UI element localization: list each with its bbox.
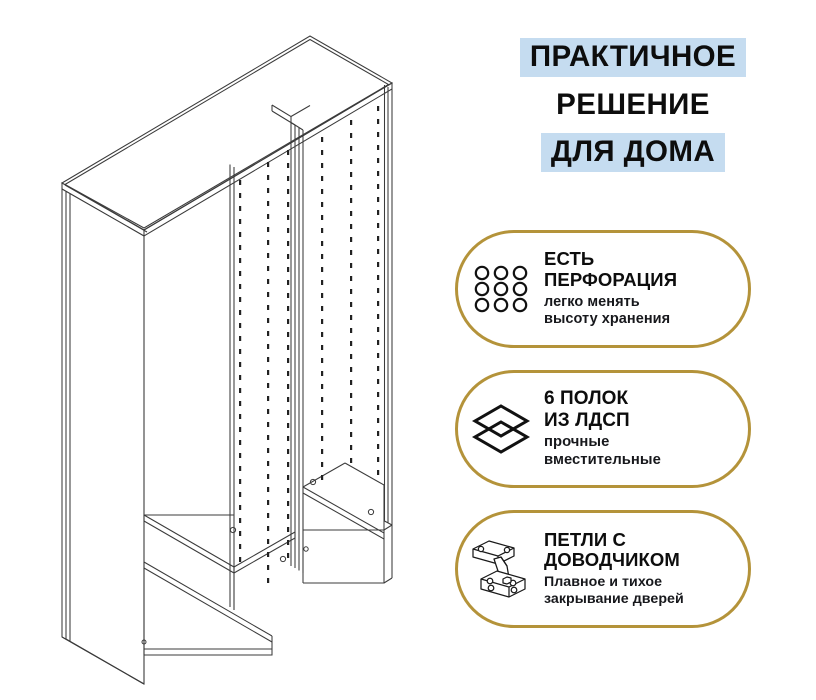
feature-card-shelves-title: 6 ПОЛОК ИЗ ЛДСП <box>544 388 630 431</box>
feature-card-perforation-title: ЕСТЬ ПЕРФОРАЦИЯ <box>544 248 678 291</box>
headline-line-3: ДЛЯ ДОМА <box>450 133 816 172</box>
feature-card-shelves: 6 ПОЛОК ИЗ ЛДСП прочные вместительные <box>455 370 751 488</box>
soft-close-hinge-icon <box>458 513 544 625</box>
stacked-shelves-icon <box>458 373 544 485</box>
feature-card-hinge: ПЕТЛИ С ДОВОДЧИКОМ Плавное и тихое закры… <box>455 510 751 628</box>
headline-line-1-text: ПРАКТИЧНОЕ <box>519 38 747 77</box>
feature-card-hinge-text: ПЕТЛИ С ДОВОДЧИКОМ Плавное и тихое закры… <box>544 528 748 609</box>
feature-card-shelves-text: 6 ПОЛОК ИЗ ЛДСП прочные вместительные <box>544 388 748 469</box>
perforation-dots <box>141 106 380 645</box>
headline-block: ПРАКТИЧНОЕ РЕШЕНИЕ ДЛЯ ДОМА <box>450 38 816 181</box>
feature-card-shelves-subtitle: прочные вместительные <box>544 434 661 468</box>
headline-line-1: ПРАКТИЧНОЕ <box>450 38 816 77</box>
wardrobe-carcass-isometric-drawing <box>60 35 394 685</box>
feature-card-hinge-title: ПЕТЛИ С ДОВОДЧИКОМ <box>544 528 680 571</box>
headline-line-3-text: ДЛЯ ДОМА <box>540 133 726 172</box>
right-content-column: ПРАКТИЧНОЕ РЕШЕНИЕ ДЛЯ ДОМА <box>450 0 816 700</box>
headline-line-2-text: РЕШЕНИЕ <box>556 87 710 121</box>
headline-line-2: РЕШЕНИЕ <box>450 86 816 125</box>
feature-card-hinge-subtitle: Плавное и тихое закрывание дверей <box>544 574 684 608</box>
feature-card-perforation-text: ЕСТЬ ПЕРФОРАЦИЯ легко менять высоту хран… <box>544 248 748 328</box>
perforation-grid-icon <box>458 233 544 345</box>
feature-card-perforation: ЕСТЬ ПЕРФОРАЦИЯ легко менять высоту хран… <box>455 230 751 348</box>
feature-card-perforation-subtitle: легко менять высоту хранения <box>544 293 671 328</box>
